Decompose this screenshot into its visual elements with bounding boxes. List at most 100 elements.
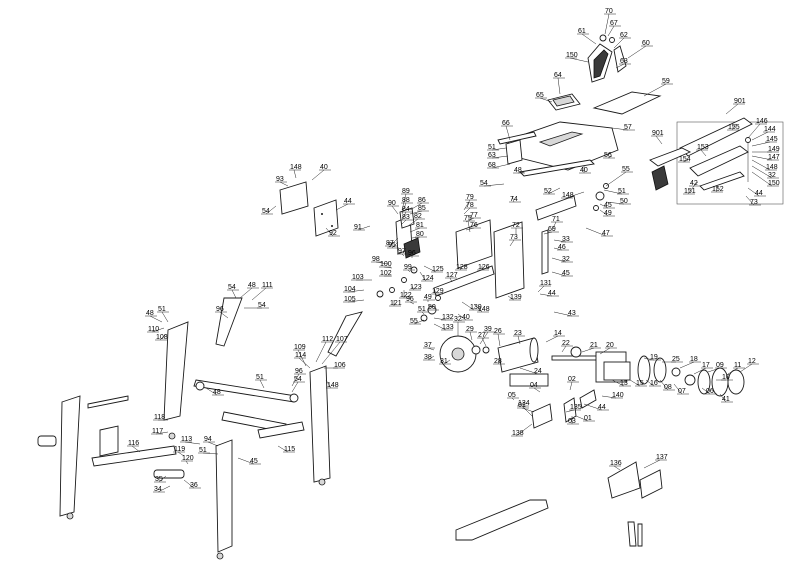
callout-114: 114 <box>294 352 311 369</box>
part-number-label: 21 <box>590 342 598 349</box>
callout-93: 93 <box>275 176 289 187</box>
part-number-label: 125 <box>432 266 444 273</box>
callout-leader-line <box>565 409 575 413</box>
callout-146: 146 <box>747 118 768 139</box>
part-number-label: 26 <box>494 328 502 335</box>
callout-leader-line <box>184 441 201 445</box>
part-number-label: 69 <box>548 226 556 233</box>
callout-leader-line <box>701 387 711 395</box>
part-number-label: 51 <box>158 306 166 313</box>
part-number-label: 134 <box>518 400 530 407</box>
callout-leader-line <box>449 277 453 283</box>
callout-leader-line <box>463 199 471 211</box>
callout-leader-line <box>715 185 719 193</box>
callout-leader-line <box>731 123 737 131</box>
callout-leader-line <box>553 247 563 251</box>
callout-leader-line <box>155 431 169 435</box>
callout-leader-line <box>465 217 475 223</box>
part-number-label: 96 <box>295 368 303 375</box>
callout-23: 23 <box>513 330 525 345</box>
callout-leader-line <box>467 220 471 233</box>
callout-leader-line <box>693 181 699 187</box>
callout-68: 68 <box>487 162 511 169</box>
callout-901: 901 <box>725 98 746 115</box>
callout-79: 79 <box>463 194 477 211</box>
callout-leader-line <box>231 289 237 299</box>
callout-87: 87 <box>385 237 399 247</box>
callout-leader-line <box>357 225 371 231</box>
callout-121: 121 <box>389 300 402 307</box>
callout-06: 06 <box>701 387 717 395</box>
callout-10: 10 <box>716 374 733 381</box>
callout-54: 54 <box>227 284 239 299</box>
part-number-label: 51 <box>488 144 496 151</box>
callout-148: 148 <box>473 303 490 313</box>
callout-135: 135 <box>565 404 582 413</box>
part-number-label: 20 <box>606 342 614 349</box>
part-number-label: 127 <box>446 272 458 279</box>
callout-78: 78 <box>463 202 477 215</box>
callout-leader-line <box>311 169 325 181</box>
part-number-label: 139 <box>510 294 522 301</box>
callout-150: 150 <box>751 171 780 187</box>
part-number-label: 111 <box>262 282 273 289</box>
callout-leader-line <box>611 127 629 131</box>
callout-43: 43 <box>553 310 579 317</box>
part-number-label: 68 <box>488 162 496 169</box>
callout-leader-line <box>509 239 515 247</box>
callout-leader-line <box>409 301 415 305</box>
callout-66: 66 <box>501 120 513 141</box>
part-number-label: 54 <box>258 302 266 309</box>
callout-12: 12 <box>739 358 759 373</box>
callout-leader-line <box>407 218 419 227</box>
callout-leader-line <box>599 203 609 209</box>
part-number-label: 07 <box>678 388 686 395</box>
callout-leader-line <box>159 333 167 341</box>
part-number-label: 54 <box>228 284 236 291</box>
part-number-label: 01 <box>584 415 592 422</box>
callout-17: 17 <box>693 362 713 375</box>
callout-leader-line <box>751 171 773 187</box>
callout-29: 29 <box>465 326 477 341</box>
part-number-label: 901 <box>652 130 664 137</box>
part-number-label: 48 <box>213 389 221 396</box>
callout-leader-line <box>507 295 515 301</box>
part-number-label: 54 <box>480 180 488 187</box>
part-number-label: 138 <box>512 430 524 437</box>
foot-pads <box>66 432 326 560</box>
part-number-label: 50 <box>428 304 436 311</box>
part-number-label: 72 <box>512 222 520 229</box>
callout-148: 148 <box>561 191 585 199</box>
callout-74: 74 <box>509 195 521 203</box>
callout-leader-line <box>707 367 721 373</box>
part-number-label: 25 <box>672 356 680 363</box>
callout-leader-line <box>521 405 533 417</box>
callout-leader-line <box>611 379 625 387</box>
callout-13: 13 <box>611 379 631 387</box>
callout-901: 901 <box>651 130 664 145</box>
part-number-label: 126 <box>478 264 490 271</box>
part-number-label: 128 <box>456 264 468 271</box>
part-number-label: 115 <box>284 446 295 453</box>
part-number-label: 51 <box>199 447 207 454</box>
callout-leader-line <box>603 189 623 195</box>
callout-leader-line <box>465 227 475 231</box>
callout-14: 14 <box>545 330 565 343</box>
part-number-label: 86 <box>418 197 426 204</box>
callout-98: 98 <box>371 256 389 265</box>
callout-51: 51 <box>198 447 219 455</box>
callout-63: 63 <box>615 58 631 69</box>
callout-leader-line <box>629 379 641 387</box>
part-number-label: 117 <box>152 428 163 435</box>
callout-26: 26 <box>493 328 505 347</box>
callout-leader-line <box>161 311 169 323</box>
callout-leader-line <box>409 210 423 215</box>
callout-96: 96 <box>291 368 306 387</box>
callout-leader-line <box>643 459 661 469</box>
callout-116: 116 <box>127 440 141 453</box>
callout-44: 44 <box>539 290 559 297</box>
callout-59: 59 <box>643 78 673 97</box>
callout-leader-line <box>561 345 567 353</box>
callout-137: 137 <box>643 454 668 469</box>
